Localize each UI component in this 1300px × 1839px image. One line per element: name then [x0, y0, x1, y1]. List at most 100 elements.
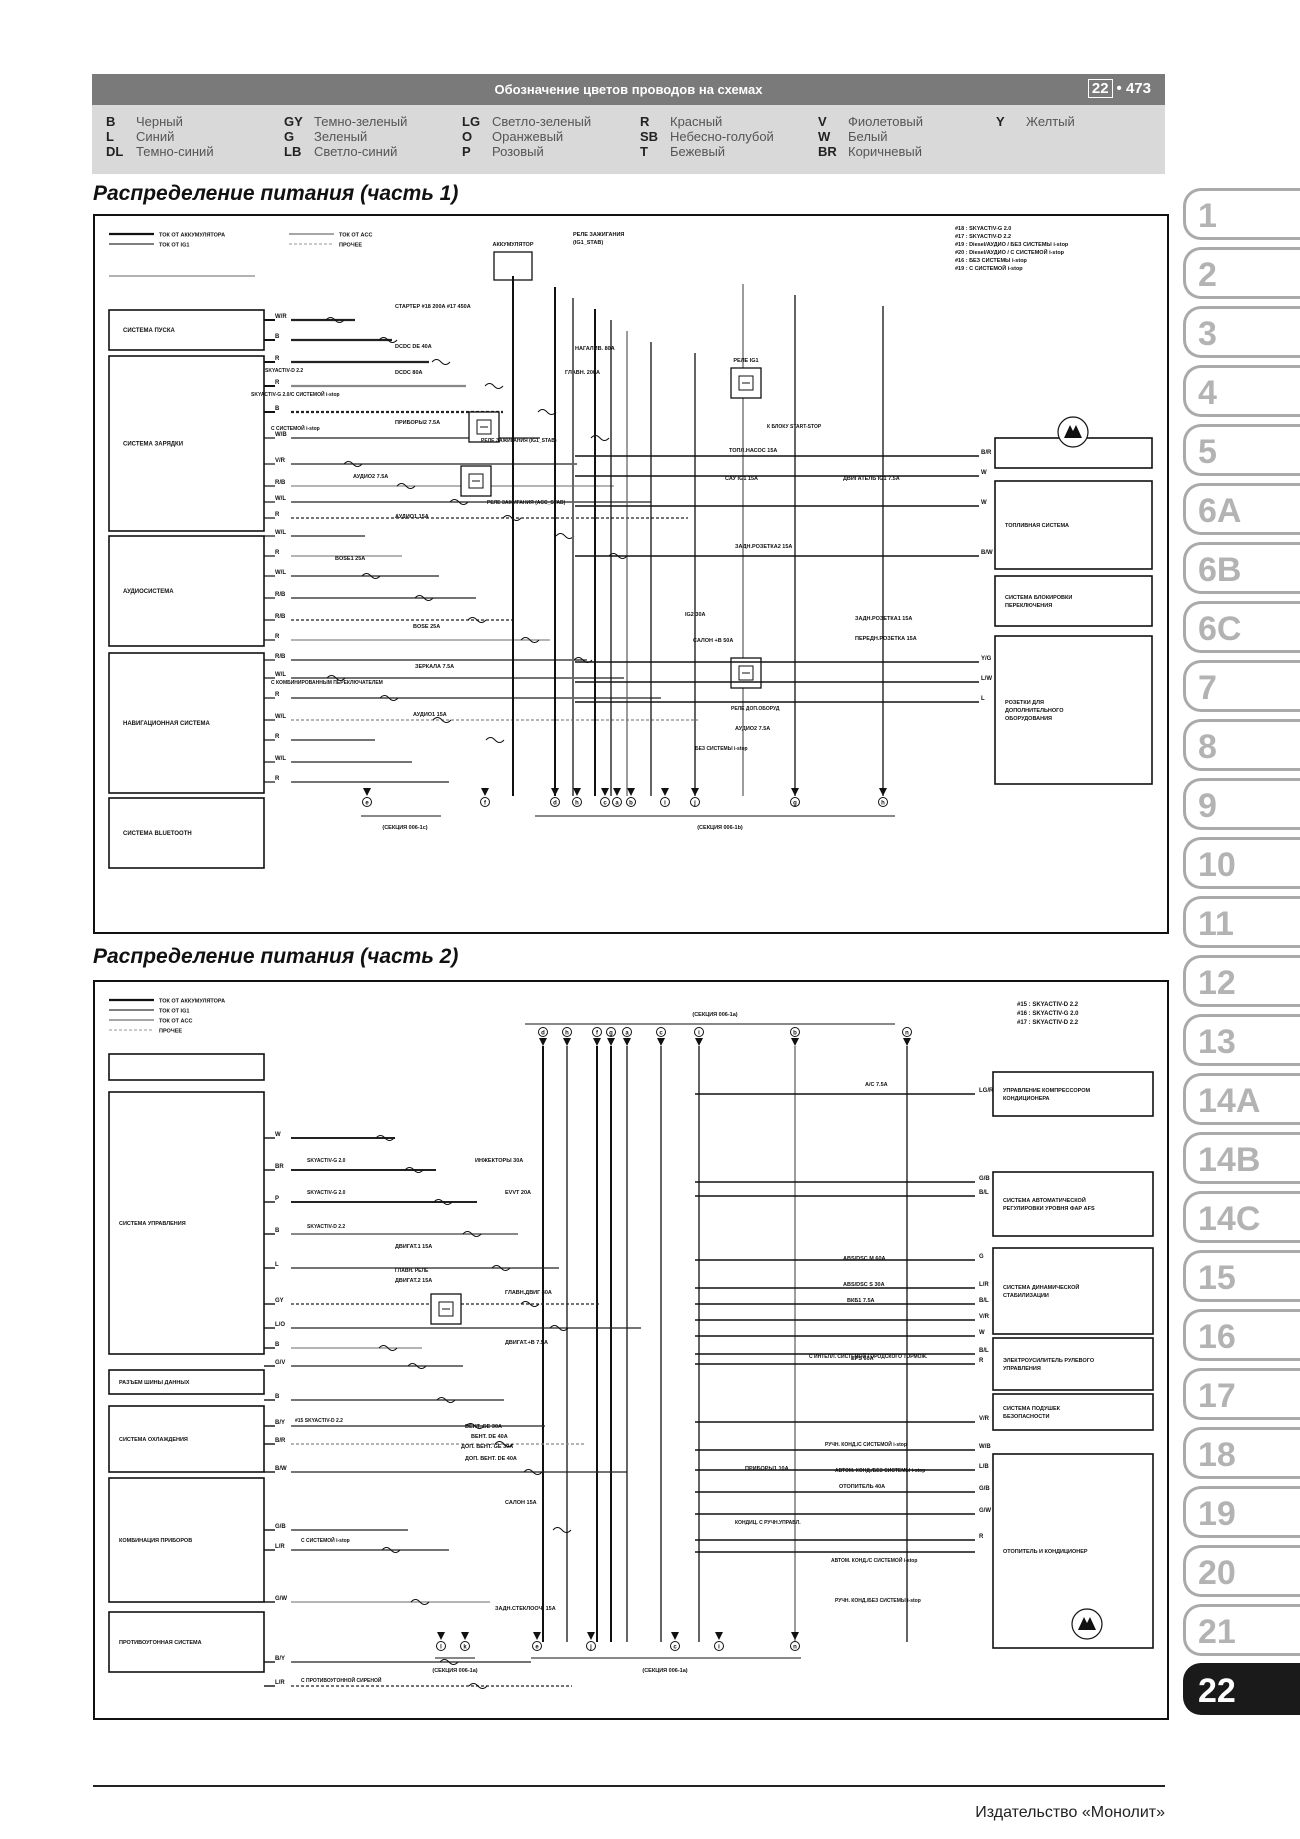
right-block-1	[992, 1171, 1154, 1237]
chapter-tab-17[interactable]: 17	[1183, 1368, 1300, 1420]
misc-label: SKYACTIV-G 2.0	[307, 1190, 346, 1196]
legend-code: P	[462, 144, 471, 159]
chapter-tab-15[interactable]: 15	[1183, 1250, 1300, 1302]
chapter-tab-label: 17	[1198, 1377, 1236, 1415]
chapter-tab-16[interactable]: 16	[1183, 1309, 1300, 1361]
connector-circle	[694, 1027, 704, 1037]
fuse-label: ДВИГАТЕЛЬ IG1 7.5A	[843, 476, 900, 482]
misc-label: БЕЗ СИСТЕМЫ i-stop	[695, 746, 748, 752]
wire-code: W/L	[275, 570, 286, 576]
chapter-tab-6b[interactable]: 6B	[1183, 542, 1300, 594]
fuse-label: ВЕНТ. DE 40A	[471, 1434, 508, 1440]
wire-code: W/L	[275, 530, 286, 536]
wire-code: BR	[275, 1164, 284, 1170]
wire-code-right: G/W	[979, 1508, 991, 1514]
fuse-symbol	[407, 1363, 427, 1369]
right-block-label: ОТОПИТЕЛЬ И КОНДИЦИОНЕР	[1003, 1549, 1088, 1555]
chapter-tab-7[interactable]: 7	[1183, 660, 1300, 712]
legend-name: Бежевый	[670, 144, 726, 159]
chapter-tab-1[interactable]: 1	[1183, 188, 1300, 240]
chapter-tab-14a[interactable]: 14A	[1183, 1073, 1300, 1125]
fuse-label: ДОП. ВЕНТ. DE 40A	[465, 1456, 517, 1462]
left-block-4	[108, 797, 265, 869]
chapter-tab-6c[interactable]: 6C	[1183, 601, 1300, 653]
chapter-tab-label: 2	[1198, 256, 1217, 294]
fuse-label: САЛОН +B 50A	[693, 638, 733, 644]
chapter-tab-4[interactable]: 4	[1183, 365, 1300, 417]
chapter-tab-12[interactable]: 12	[1183, 955, 1300, 1007]
misc-label: С КОМБИНИРОВАННЫМ ПЕРЕКЛЮЧАТЕЛЕМ	[271, 680, 383, 686]
fuse-label: ДВИГАТ.1 15A	[395, 1244, 432, 1250]
wire-legend-label: ТОК ОТ IG1	[159, 243, 189, 249]
bottom-arrow	[691, 788, 699, 796]
bottom-connector: c	[673, 1645, 677, 1651]
chapter-tab-20[interactable]: 20	[1183, 1545, 1300, 1597]
misc-label: РУЧН. КОНД./БЕЗ СИСТЕМЫ i-stop	[835, 1598, 921, 1604]
chapter-tab-label: 21	[1198, 1613, 1236, 1651]
chapter-tab-9[interactable]: 9	[1183, 778, 1300, 830]
wire-code: R	[275, 512, 280, 518]
wire-code: P	[275, 1196, 279, 1202]
chapter-tab-18[interactable]: 18	[1183, 1427, 1300, 1479]
right-block-2	[994, 575, 1153, 627]
bottom-connector: i	[664, 801, 666, 807]
wire-code: G/W	[275, 1596, 287, 1602]
top-connector: a	[625, 1031, 629, 1037]
chapter-tab-10[interactable]: 10	[1183, 837, 1300, 889]
bottom-arrow	[573, 788, 581, 796]
legend-name: Светло-синий	[314, 144, 398, 159]
bottom-connector: f	[484, 801, 487, 807]
right-block-5	[992, 1453, 1154, 1649]
connector-circle	[670, 1641, 680, 1651]
legend-name: Оранжевый	[492, 129, 564, 144]
chapter-tab-5[interactable]: 5	[1183, 424, 1300, 476]
wire-code: W/L	[275, 672, 286, 678]
misc-label: РЕЛЕ ДОП.ОБОРУД	[731, 706, 780, 712]
chapter-tab-14c[interactable]: 14C	[1183, 1191, 1300, 1243]
connector-circle	[626, 797, 636, 807]
fuse-symbol	[325, 317, 345, 323]
chapter-tab-8[interactable]: 8	[1183, 719, 1300, 771]
bottom-connector: l	[440, 1645, 442, 1651]
chapter-tab-label: 10	[1198, 846, 1236, 884]
fuse-label: ГЛАВН.ДВИГ 40A	[505, 1290, 552, 1296]
right-block-0	[992, 1071, 1154, 1117]
chapter-tab-6a[interactable]: 6A	[1183, 483, 1300, 535]
left-block-label: СИСТЕМА ЗАРЯДКИ	[123, 442, 183, 448]
chapter-tab-label: 6B	[1198, 551, 1242, 589]
chapter-tab-19[interactable]: 19	[1183, 1486, 1300, 1538]
chapter-tab-13[interactable]: 13	[1183, 1014, 1300, 1066]
bottom-connector: h	[881, 801, 885, 807]
chapter-tab-label: 9	[1198, 787, 1217, 825]
chapter-tab-21[interactable]: 21	[1183, 1604, 1300, 1656]
connector-circle	[586, 1641, 596, 1651]
wire-code-right: W	[979, 1330, 985, 1336]
wire-legend-label: ТОК ОТ ACC	[339, 233, 372, 239]
fuse-symbol	[549, 1325, 569, 1331]
wire-code: R	[275, 776, 280, 782]
connector-circle	[714, 1641, 724, 1651]
top-connector: n	[905, 1031, 909, 1037]
chapter-tab-14b[interactable]: 14B	[1183, 1132, 1300, 1184]
top-connector: b	[793, 1031, 797, 1037]
wire-legend-label: ТОК ОТ АККУМУЛЯТОРА	[159, 999, 225, 1005]
fuse-symbol	[537, 409, 557, 415]
fuse-label: A/C 7.5A	[865, 1082, 888, 1088]
chapter-tab-2[interactable]: 2	[1183, 247, 1300, 299]
chapter-tab-3[interactable]: 3	[1183, 306, 1300, 358]
legend-name: Фиолетовый	[848, 114, 924, 129]
bottom-connector: a	[615, 801, 619, 807]
bottom-arrow	[533, 1632, 541, 1640]
legend-code: DL	[106, 144, 124, 159]
left-block-label: СИСТЕМА ПУСКА	[123, 328, 176, 334]
misc-label: КОНДИЦ. С РУЧН.УПРАВЛ.	[735, 1520, 801, 1526]
wire-code-right: V/R	[979, 1416, 990, 1422]
right-block-label: ПЕРЕКЛЮЧЕНИЯ	[1005, 603, 1052, 609]
chapter-tab-22[interactable]: 22	[1183, 1663, 1300, 1715]
wire-code: W/R	[275, 314, 287, 320]
fuse-label: ЗАДН.РОЗЕТКА1 15A	[855, 616, 912, 622]
diagram-note: #15 : SKYACTIV-D 2.2	[1017, 1002, 1079, 1008]
right-block-label: СИСТЕМА ДИНАМИЧЕСКОЙ	[1003, 1283, 1079, 1291]
chapter-tab-11[interactable]: 11	[1183, 896, 1300, 948]
